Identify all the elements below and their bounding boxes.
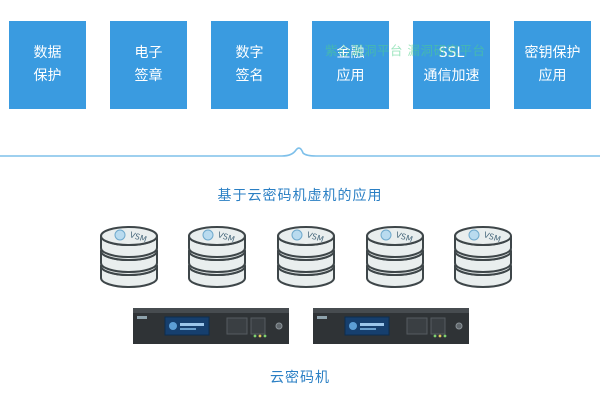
chassis-top-edge (313, 308, 469, 313)
hsm-devices-row (0, 308, 600, 348)
card-line-2: 应用 (538, 68, 567, 84)
vsm-database-icon: VSM (454, 226, 512, 288)
vsm-logo-icon (291, 229, 303, 241)
card-ssl-acceleration: SSL 通信加速 (413, 21, 490, 109)
display-line (180, 323, 204, 326)
vsm-disk-top (366, 226, 424, 246)
status-led-icon (253, 334, 257, 338)
port-panel (226, 317, 248, 335)
card-financial-application: 金融 应用 (312, 21, 389, 109)
card-line-2: 应用 (336, 68, 365, 84)
status-led-icon (258, 334, 262, 338)
vsm-logo-icon (380, 229, 392, 241)
card-line-1: 数字 (235, 45, 264, 61)
vsm-disk-top (454, 226, 512, 246)
vsm-row: VSM VSM VSM VSM VSM (0, 220, 600, 295)
vsm-logo-icon (114, 229, 126, 241)
status-led-icon (443, 334, 447, 338)
card-line-1: 电子 (134, 45, 163, 61)
card-line-2: 签章 (134, 68, 163, 84)
vsm-disk-top (277, 226, 335, 246)
display-line (360, 323, 384, 326)
brace-line (0, 147, 600, 157)
card-digital-signature: 数字 签名 (211, 21, 288, 109)
card-line-2: 通信加速 (423, 68, 480, 84)
port-panel (430, 317, 446, 335)
display-logo-icon (169, 322, 177, 330)
display-logo-icon (349, 322, 357, 330)
vsm-disk-top (100, 226, 158, 246)
curly-brace-connector (0, 147, 600, 157)
watermark-text: 紫心漏洞平台 漏洞研究平台 (325, 43, 486, 58)
application-cards-row: 数据 保护 电子 签章 数字 签名 金融 应用 SSL 通信加速 密钥保护 应用 (0, 0, 600, 112)
card-line-1: 密钥保护 (524, 45, 581, 61)
vsm-database-icon: VSM (100, 226, 158, 288)
status-led-icon (433, 334, 437, 338)
card-key-protection: 密钥保护 应用 (514, 21, 591, 109)
vsm-logo-icon (202, 229, 214, 241)
hsm-label: 云密码机 (270, 370, 330, 386)
card-line-2: 签名 (235, 68, 264, 84)
vsm-database-icon: VSM (366, 226, 424, 288)
card-line-1: 数据 (33, 45, 62, 61)
chassis (313, 308, 469, 344)
brand-plate (137, 316, 147, 319)
display-line (360, 328, 376, 330)
vsm-logo-icon (468, 229, 480, 241)
port-panel (250, 317, 266, 335)
brand-plate (317, 316, 327, 319)
cloud-hsm-device-icon (313, 308, 469, 344)
cloud-hsm-device-icon (133, 308, 289, 344)
power-button-icon (275, 322, 283, 330)
card-line-1: SSL (438, 45, 465, 61)
vsm-database-icon: VSM (188, 226, 246, 288)
chassis-top-edge (133, 308, 289, 313)
card-data-protection: 数据 保护 (9, 21, 86, 109)
card-line-2: 保护 (33, 68, 62, 84)
chassis (133, 308, 289, 344)
card-electronic-seal: 电子 签章 (110, 21, 187, 109)
card-line-1: 金融 (336, 45, 365, 61)
port-panel (406, 317, 428, 335)
power-button-icon (455, 322, 463, 330)
section-title: 基于云密码机虚机的应用 (217, 188, 383, 204)
status-led-icon (263, 334, 267, 338)
status-led-icon (438, 334, 442, 338)
vsm-database-icon: VSM (277, 226, 335, 288)
display-line (180, 328, 196, 330)
vsm-disk-top (188, 226, 246, 246)
